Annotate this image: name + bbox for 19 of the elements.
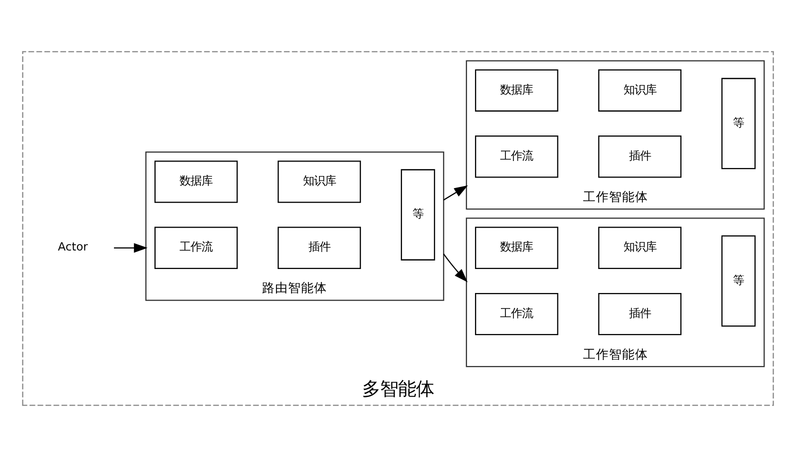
node-box: 插件 xyxy=(598,292,682,336)
arrow xyxy=(443,254,468,282)
node-box: 工作流 xyxy=(475,292,558,336)
arrow xyxy=(114,243,148,253)
arrow xyxy=(443,185,468,200)
node-box: 工作流 xyxy=(154,226,238,269)
node-box: 插件 xyxy=(278,226,361,269)
node-box: 数据库 xyxy=(475,69,558,112)
node-text: Actor xyxy=(58,240,88,254)
node-box: 数据库 xyxy=(475,226,558,269)
node-box: 知识库 xyxy=(278,160,361,203)
node-box: 等 xyxy=(721,235,756,327)
node-box: 等 xyxy=(721,78,756,170)
node-box: 数据库 xyxy=(154,160,238,203)
node-box: 插件 xyxy=(598,136,682,178)
node-box: 等 xyxy=(400,169,436,260)
node-box: 知识库 xyxy=(598,226,682,269)
node-box: 工作流 xyxy=(475,136,558,178)
node-box: 知识库 xyxy=(598,69,682,112)
